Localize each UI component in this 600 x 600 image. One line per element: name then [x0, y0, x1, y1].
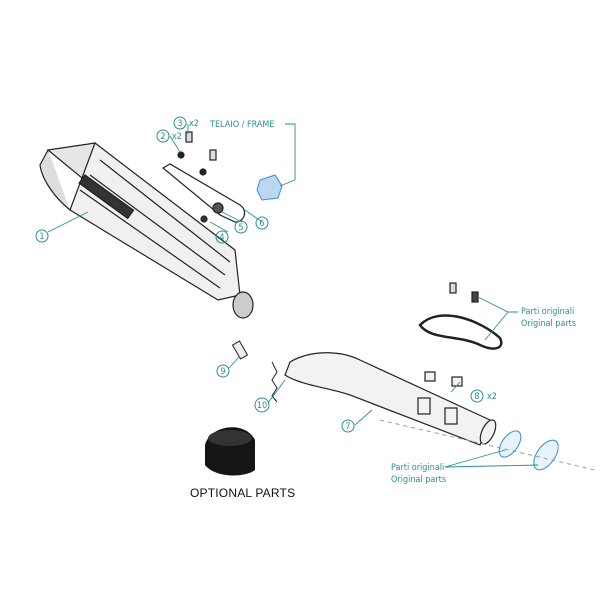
- svg-text:3: 3: [177, 119, 182, 129]
- svg-text:1: 1: [39, 232, 44, 242]
- muffler: [39, 142, 254, 319]
- svg-text:9: 9: [220, 367, 225, 377]
- svg-text:6: 6: [259, 219, 264, 229]
- svg-text:TELAIO / FRAME: TELAIO / FRAME: [209, 120, 275, 130]
- svg-text:x2: x2: [189, 119, 199, 129]
- svg-text:Parti originali: Parti originali: [391, 463, 444, 473]
- svg-text:4: 4: [219, 233, 224, 243]
- svg-text:Original parts: Original parts: [391, 475, 446, 485]
- svg-text:8: 8: [474, 392, 479, 402]
- svg-text:10: 10: [257, 401, 267, 411]
- optional-part-image: [205, 427, 255, 476]
- callouts: 1 2 x2 3 x2 4 5 6 7 8 x2 9 10 TELAIO / F…: [35, 116, 576, 485]
- bracket: [161, 131, 246, 223]
- svg-text:5: 5: [238, 223, 243, 233]
- svg-text:Original parts: Original parts: [521, 319, 576, 329]
- svg-text:Parti originali: Parti originali: [521, 307, 574, 317]
- leader-lines: [47, 123, 539, 468]
- spring-and-sleeve: [231, 340, 278, 403]
- svg-text:x2: x2: [487, 392, 497, 402]
- svg-text:x2: x2: [172, 132, 182, 142]
- frame-mount: [256, 174, 283, 201]
- svg-text:2: 2: [160, 132, 165, 142]
- svg-text:7: 7: [345, 422, 350, 432]
- optional-parts-caption: OPTIONAL PARTS: [190, 486, 296, 500]
- link-pipe: [284, 282, 503, 446]
